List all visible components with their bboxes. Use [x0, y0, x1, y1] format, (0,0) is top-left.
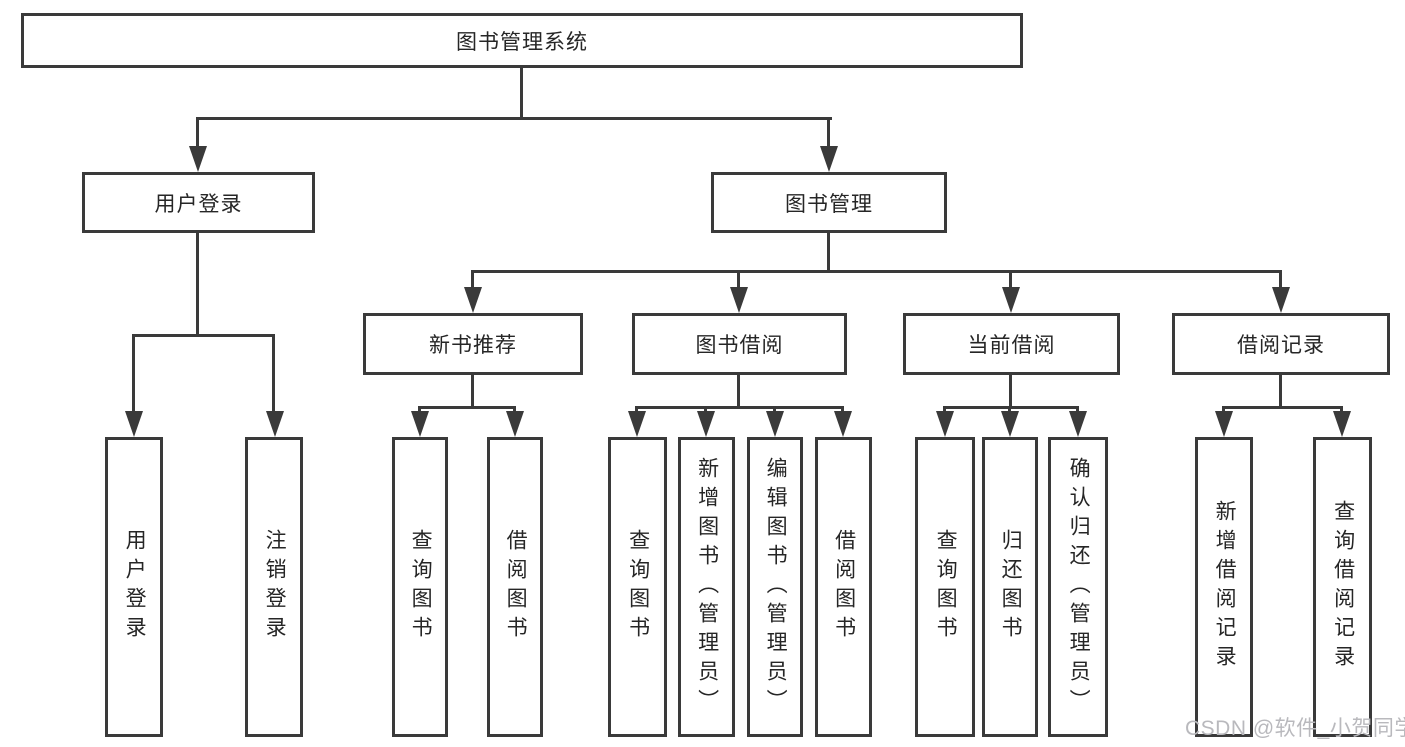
- arrow-down-icon: [1001, 411, 1019, 437]
- node-book-management: 图书管理: [711, 172, 947, 233]
- leaf-borrowing-borrow-books-label: 借阅图书: [832, 529, 856, 645]
- arrow-down-icon: [1215, 411, 1233, 437]
- arrow-down-icon: [936, 411, 954, 437]
- leaf-user-login: 用户登录: [105, 437, 163, 737]
- arrow-down-icon: [1002, 287, 1020, 313]
- connector-line: [1222, 406, 1225, 414]
- connector-line: [1222, 406, 1343, 409]
- connector-line: [773, 406, 776, 414]
- node-book-borrowing: 图书借阅: [632, 313, 847, 375]
- leaf-borrowing-add-books-admin: 新增图书（管理员）: [678, 437, 735, 737]
- arrow-down-icon: [506, 411, 524, 437]
- connector-line: [1008, 406, 1011, 414]
- connector-line: [737, 373, 740, 409]
- leaf-recommend-borrow-books-label: 借阅图书: [504, 529, 528, 645]
- leaf-borrowing-borrow-books: 借阅图书: [815, 437, 872, 737]
- arrow-down-icon: [766, 411, 784, 437]
- arrow-down-icon: [820, 146, 838, 172]
- connector-line: [196, 117, 199, 149]
- arrow-down-icon: [1272, 287, 1290, 313]
- node-root: 图书管理系统: [21, 13, 1023, 68]
- arrow-down-icon: [1069, 411, 1087, 437]
- leaf-recommend-query-books: 查询图书: [392, 437, 448, 737]
- leaf-borrowing-query-books-label: 查询图书: [626, 529, 650, 645]
- leaf-borrowing-query-books: 查询图书: [608, 437, 667, 737]
- connector-line: [513, 406, 516, 414]
- arrow-down-icon: [411, 411, 429, 437]
- leaf-user-login-label: 用户登录: [123, 529, 147, 645]
- leaf-borrowing-edit-books-admin: 编辑图书（管理员）: [747, 437, 803, 737]
- node-user-login: 用户登录: [82, 172, 315, 233]
- connector-line: [943, 406, 946, 414]
- connector-line: [1009, 270, 1012, 290]
- connector-line: [471, 270, 474, 290]
- arrow-down-icon: [125, 411, 143, 437]
- arrow-down-icon: [628, 411, 646, 437]
- connector-line: [943, 406, 1079, 409]
- connector-line: [635, 406, 638, 414]
- connector-line: [132, 334, 135, 413]
- leaf-records-add-record: 新增借阅记录: [1195, 437, 1253, 737]
- connector-line: [132, 334, 275, 337]
- leaf-records-query-record: 查询借阅记录: [1313, 437, 1372, 737]
- connector-line: [471, 270, 1282, 273]
- leaf-current-confirm-return-admin-label: 确认归还（管理员）: [1067, 456, 1091, 718]
- arrow-down-icon: [834, 411, 852, 437]
- node-new-book-recommend-label: 新书推荐: [429, 334, 517, 357]
- leaf-recommend-query-books-label: 查询图书: [409, 529, 433, 645]
- node-borrowing-records-label: 借阅记录: [1237, 334, 1325, 357]
- leaf-current-return-books: 归还图书: [982, 437, 1038, 737]
- connector-line: [196, 230, 199, 337]
- leaf-records-add-record-label: 新增借阅记录: [1213, 500, 1237, 674]
- connector-line: [827, 230, 830, 273]
- node-new-book-recommend: 新书推荐: [363, 313, 583, 375]
- connector-line: [704, 406, 707, 414]
- connector-line: [471, 373, 474, 409]
- leaf-borrowing-add-books-admin-label: 新增图书（管理员）: [695, 456, 719, 718]
- arrow-down-icon: [730, 287, 748, 313]
- connector-line: [1279, 270, 1282, 290]
- connector-line: [737, 270, 740, 290]
- node-current-borrowing-label: 当前借阅: [967, 334, 1056, 357]
- node-book-management-label: 图书管理: [785, 192, 873, 216]
- leaf-current-return-books-label: 归还图书: [999, 529, 1023, 645]
- arrow-down-icon: [189, 146, 207, 172]
- connector-line: [1279, 373, 1282, 409]
- node-borrowing-records: 借阅记录: [1172, 313, 1390, 375]
- connector-line: [418, 406, 421, 414]
- connector-line: [1340, 406, 1343, 414]
- leaf-recommend-borrow-books: 借阅图书: [487, 437, 543, 737]
- arrow-down-icon: [1333, 411, 1351, 437]
- connector-line: [841, 406, 844, 414]
- leaf-current-query-books-label: 查询图书: [934, 529, 958, 645]
- arrow-down-icon: [697, 411, 715, 437]
- arrow-down-icon: [464, 287, 482, 313]
- leaf-records-query-record-label: 查询借阅记录: [1331, 500, 1355, 674]
- connector-line: [520, 65, 523, 120]
- connector-line: [827, 117, 830, 149]
- connector-line: [196, 117, 832, 120]
- node-book-borrowing-label: 图书借阅: [695, 334, 784, 357]
- leaf-current-confirm-return-admin: 确认归还（管理员）: [1048, 437, 1108, 737]
- node-root-label: 图书管理系统: [456, 30, 588, 54]
- node-current-borrowing: 当前借阅: [903, 313, 1120, 375]
- leaf-current-query-books: 查询图书: [915, 437, 975, 737]
- connector-line: [635, 406, 844, 409]
- connector-line: [418, 406, 516, 409]
- leaf-borrowing-edit-books-admin-label: 编辑图书（管理员）: [764, 456, 788, 718]
- node-user-login-label: 用户登录: [154, 192, 243, 216]
- connector-line: [1009, 373, 1012, 409]
- connector-line: [1076, 406, 1079, 414]
- watermark: CSDN @软件_小贺同学: [1185, 717, 1405, 740]
- leaf-logout-label: 注销登录: [263, 529, 287, 645]
- arrow-down-icon: [266, 411, 284, 437]
- connector-line: [272, 334, 275, 413]
- leaf-logout: 注销登录: [245, 437, 303, 737]
